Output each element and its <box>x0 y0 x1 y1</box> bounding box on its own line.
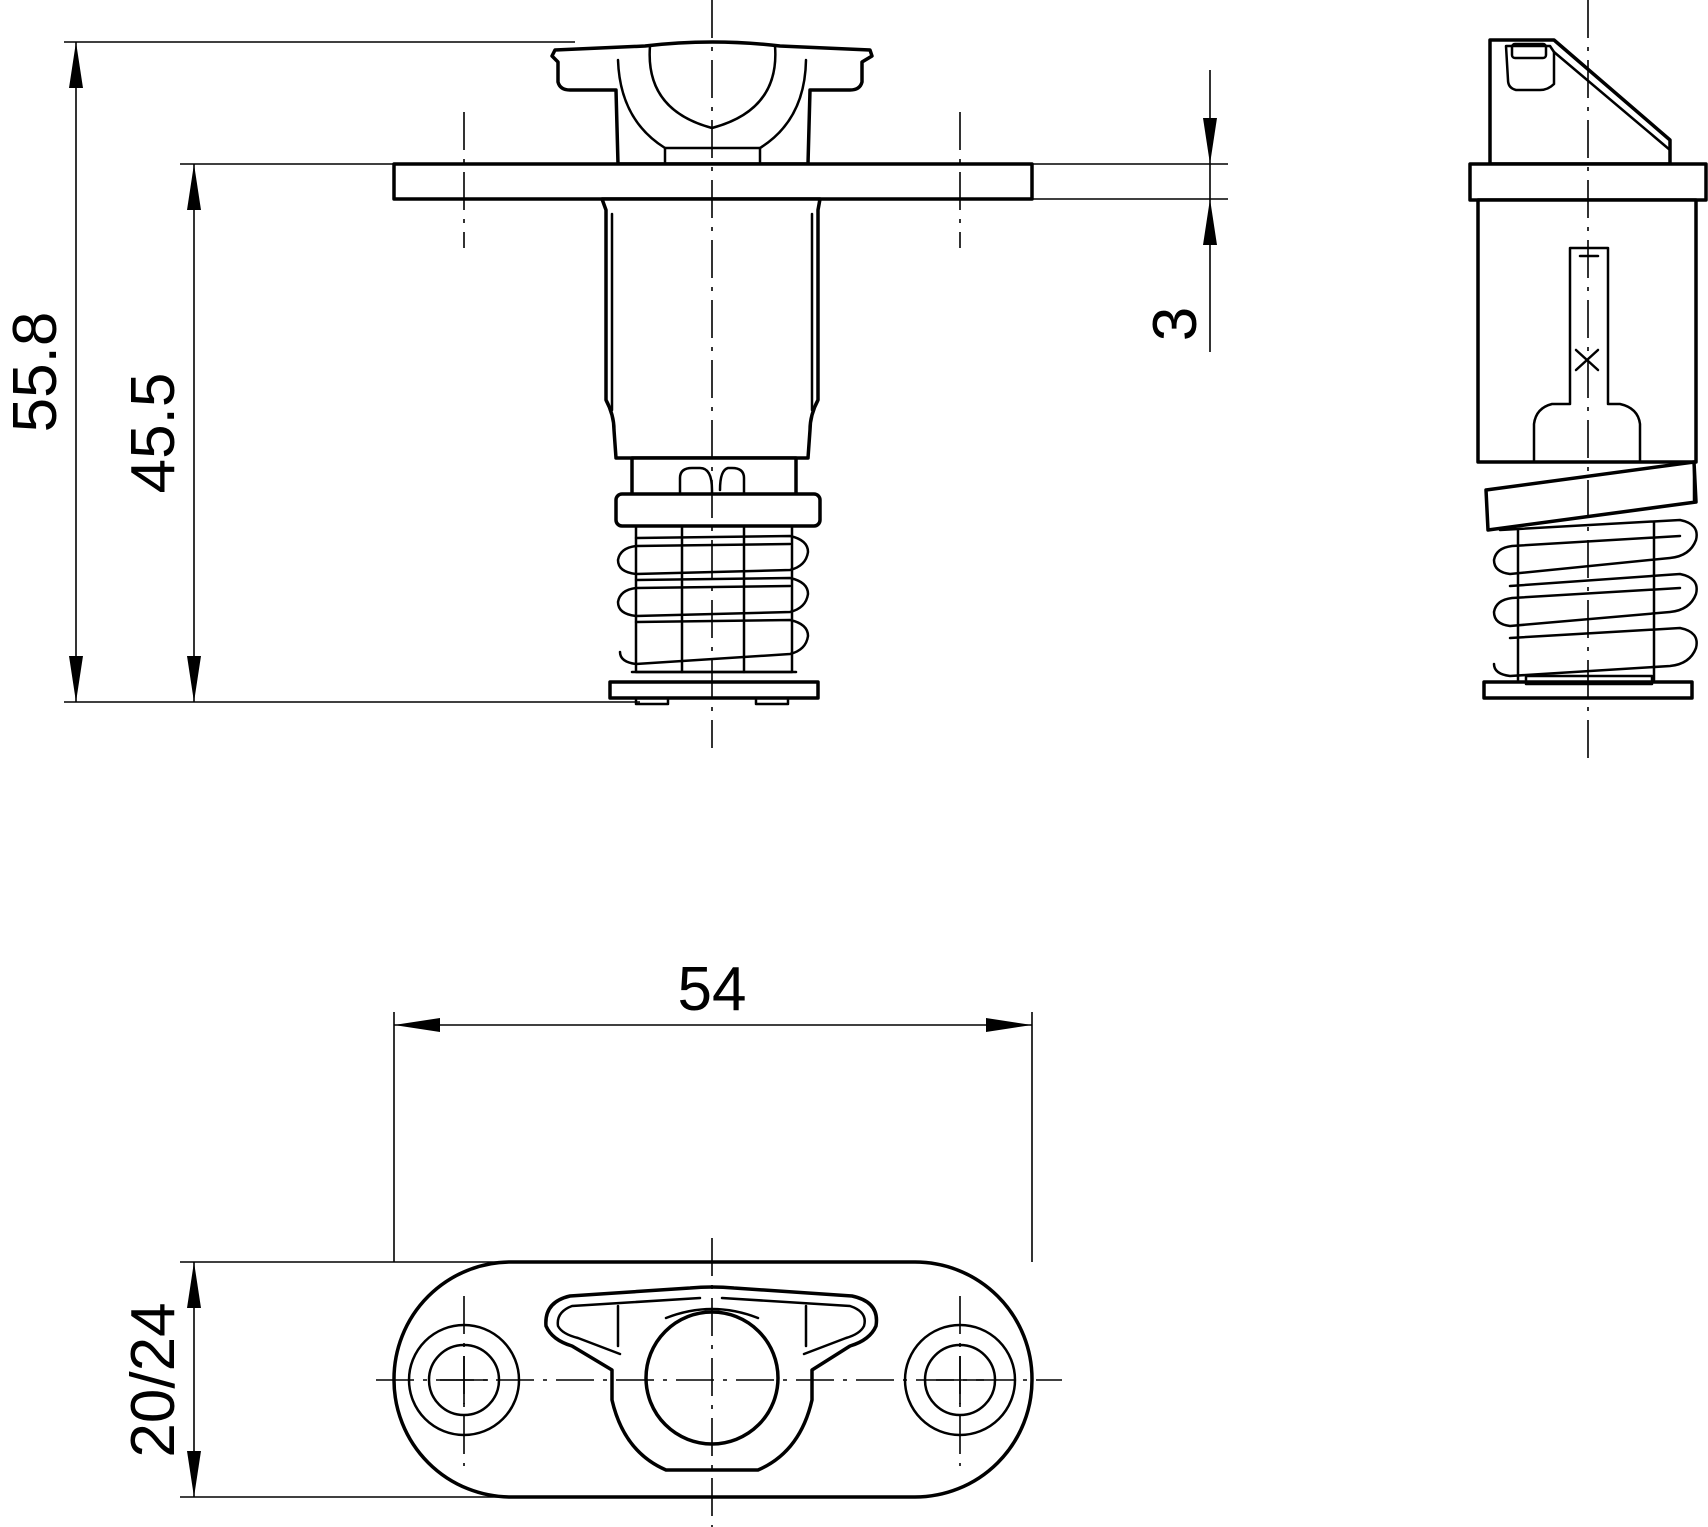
top-view: 54 20/24 <box>119 955 1062 1527</box>
side-base-foot <box>1524 674 1654 686</box>
spring-coil <box>618 618 810 666</box>
dimension-height-below-flange: 45.5 <box>119 373 188 494</box>
dimension-overall-height: 55.8 <box>1 312 70 433</box>
housing-body <box>600 197 822 460</box>
arrow-down <box>69 656 83 702</box>
side-knob-detail <box>1552 50 1672 152</box>
front-view: 55.8 45.5 3 <box>1 0 1228 748</box>
base-foot <box>634 696 670 706</box>
wing-knob <box>550 40 874 166</box>
spring-washer <box>614 492 822 528</box>
arrow-down <box>1203 118 1217 164</box>
arrow-down <box>187 656 201 702</box>
arrow-up <box>187 164 201 210</box>
side-knob-detail <box>1504 44 1556 92</box>
side-knob <box>1488 38 1672 166</box>
base-foot <box>754 696 790 706</box>
base-plate <box>608 680 820 700</box>
side-slot-detail <box>1574 348 1600 372</box>
arrow-left <box>394 1018 440 1032</box>
spring-coil <box>1492 572 1698 628</box>
spring-coil <box>616 576 810 618</box>
side-slot <box>1532 246 1642 464</box>
side-spring <box>1492 518 1698 682</box>
arrow-up <box>1203 199 1217 245</box>
arrow-up <box>187 1262 201 1308</box>
dimension-flange-thickness: 3 <box>1141 307 1210 341</box>
dimension-flange-length: 54 <box>678 955 747 1024</box>
arrow-up <box>69 42 83 88</box>
side-pin-tip <box>1658 460 1696 502</box>
side-washer <box>1484 460 1698 532</box>
side-housing <box>1476 198 1698 464</box>
spring-coil <box>616 534 810 576</box>
pin-slot <box>718 466 746 502</box>
top-wing-inner <box>556 1296 866 1356</box>
arrow-right <box>986 1018 1032 1032</box>
dimension-flange-width: 20/24 <box>119 1302 188 1457</box>
spring-coil <box>1492 518 1698 576</box>
flange-plate <box>392 162 1034 201</box>
compression-spring <box>616 534 810 666</box>
side-view <box>1468 0 1708 758</box>
arrow-down <box>187 1451 201 1497</box>
spring-coil <box>1492 626 1698 678</box>
inner-shaft <box>634 524 794 674</box>
side-knob-detail <box>1510 42 1548 60</box>
